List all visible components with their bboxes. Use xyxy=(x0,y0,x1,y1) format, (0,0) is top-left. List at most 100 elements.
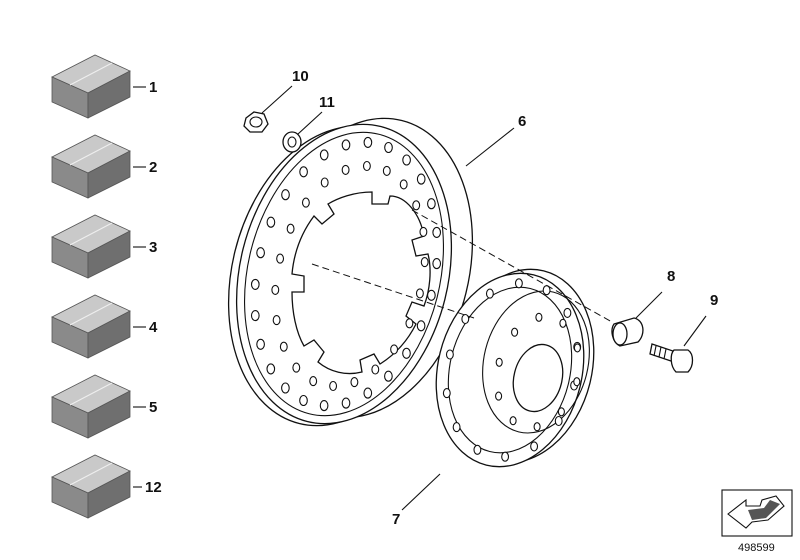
disc-hole xyxy=(292,362,301,373)
disc-hole xyxy=(405,318,414,329)
disc-hole xyxy=(256,338,265,350)
direction-arrow-icon xyxy=(721,489,793,537)
disc-hole xyxy=(272,315,281,326)
parts-box-icon-4[interactable]: 4 xyxy=(51,294,158,359)
disc-hole xyxy=(286,223,295,234)
disc-hole xyxy=(281,189,290,201)
hub-hole xyxy=(495,391,503,401)
disc-hole xyxy=(363,387,373,399)
disc-hole xyxy=(384,141,393,154)
hub-hole xyxy=(442,388,451,399)
parts-box-icon-5[interactable]: 5 xyxy=(51,374,157,439)
disc-hole xyxy=(279,341,288,352)
callout-7: 7 xyxy=(392,511,400,528)
disc-hole xyxy=(341,397,351,409)
hub-hole xyxy=(559,318,567,328)
disc-carrier-7[interactable] xyxy=(416,253,613,482)
disc-hole xyxy=(402,347,411,359)
callout-5: 5 xyxy=(149,399,157,416)
parts-box-icon-3[interactable]: 3 xyxy=(51,214,157,279)
disc-hole xyxy=(399,179,408,190)
disc-hole xyxy=(419,226,428,237)
leader-6 xyxy=(465,127,515,167)
alignment-line-2 xyxy=(311,263,475,319)
hub-hole xyxy=(511,327,519,337)
disc-hole xyxy=(382,165,391,176)
hub-hole xyxy=(501,451,510,462)
hub-hole xyxy=(514,278,523,289)
parts-box-icon-2[interactable]: 2 xyxy=(51,134,157,199)
bushing-8[interactable]: 8 xyxy=(611,268,675,347)
disc-hole xyxy=(371,364,380,375)
hub-hole xyxy=(530,441,539,452)
disc-hole xyxy=(402,154,411,166)
disc-hole xyxy=(416,173,426,185)
disc-hole xyxy=(427,198,436,210)
parts-box-list: 1 2 3 4 xyxy=(51,54,162,519)
disc-hole xyxy=(256,247,265,259)
image-number: 498599 xyxy=(738,542,775,554)
hub-hole xyxy=(495,357,503,367)
bolt-9[interactable]: 9 xyxy=(649,292,718,373)
brake-disc-6[interactable] xyxy=(198,95,502,448)
disc-hole xyxy=(319,149,329,161)
hub-hole xyxy=(573,377,581,387)
disc-hole xyxy=(390,344,399,355)
callout-8: 8 xyxy=(667,268,675,285)
leader-7 xyxy=(401,473,441,511)
hub-hole-pattern xyxy=(442,278,582,462)
hub-hole xyxy=(563,307,572,318)
parts-box-icon-1[interactable]: 1 xyxy=(51,54,157,119)
hub-hole xyxy=(445,349,454,360)
disc-hole xyxy=(341,164,350,175)
disc-hole xyxy=(299,394,308,407)
disc-hole xyxy=(301,197,310,208)
disc-hole xyxy=(250,310,260,322)
disc-hole xyxy=(432,226,442,238)
disc-hole xyxy=(309,376,318,387)
hub-hole xyxy=(573,343,581,353)
hub-hole xyxy=(509,416,517,426)
callout-6: 6 xyxy=(518,113,526,130)
disc-hole xyxy=(427,289,436,301)
nut-10[interactable]: 10 xyxy=(243,68,309,133)
hub-hole xyxy=(533,422,541,432)
callout-11: 11 xyxy=(319,94,335,111)
callout-12: 12 xyxy=(145,479,162,496)
disc-hole xyxy=(420,257,429,268)
disc-hole xyxy=(320,177,329,188)
hub-hole xyxy=(461,313,470,325)
callout-4: 4 xyxy=(149,319,158,336)
callout-2: 2 xyxy=(149,159,157,176)
disc-hole xyxy=(363,136,373,148)
hub-hole xyxy=(554,415,563,427)
washer-11[interactable]: 11 xyxy=(282,94,335,153)
disc-hole xyxy=(319,400,329,412)
callout-1: 1 xyxy=(149,79,157,96)
disc-hole xyxy=(416,320,426,332)
hub-hole xyxy=(485,288,494,299)
disc-hole xyxy=(415,288,424,299)
disc-hole xyxy=(266,216,276,228)
disc-hole xyxy=(350,377,359,388)
disc-hole xyxy=(362,160,371,172)
disc-hole xyxy=(281,382,290,394)
callout-3: 3 xyxy=(149,239,157,256)
disc-hole xyxy=(266,363,276,375)
disc-hole xyxy=(250,278,260,290)
hub-hole xyxy=(535,312,543,322)
disc-hole xyxy=(384,370,393,382)
hub-hole xyxy=(473,444,482,455)
callout-9: 9 xyxy=(710,292,718,309)
alignment-line xyxy=(411,209,613,323)
hub-hole xyxy=(557,407,565,417)
disc-hole xyxy=(276,253,285,264)
disc-hole xyxy=(432,258,442,270)
disc-hole xyxy=(329,380,338,392)
disc-hole xyxy=(271,284,280,295)
disc-hole xyxy=(412,200,421,211)
disc-hole xyxy=(299,166,308,178)
parts-box-icon-12[interactable]: 12 xyxy=(51,454,162,519)
hub-hole xyxy=(452,422,461,433)
